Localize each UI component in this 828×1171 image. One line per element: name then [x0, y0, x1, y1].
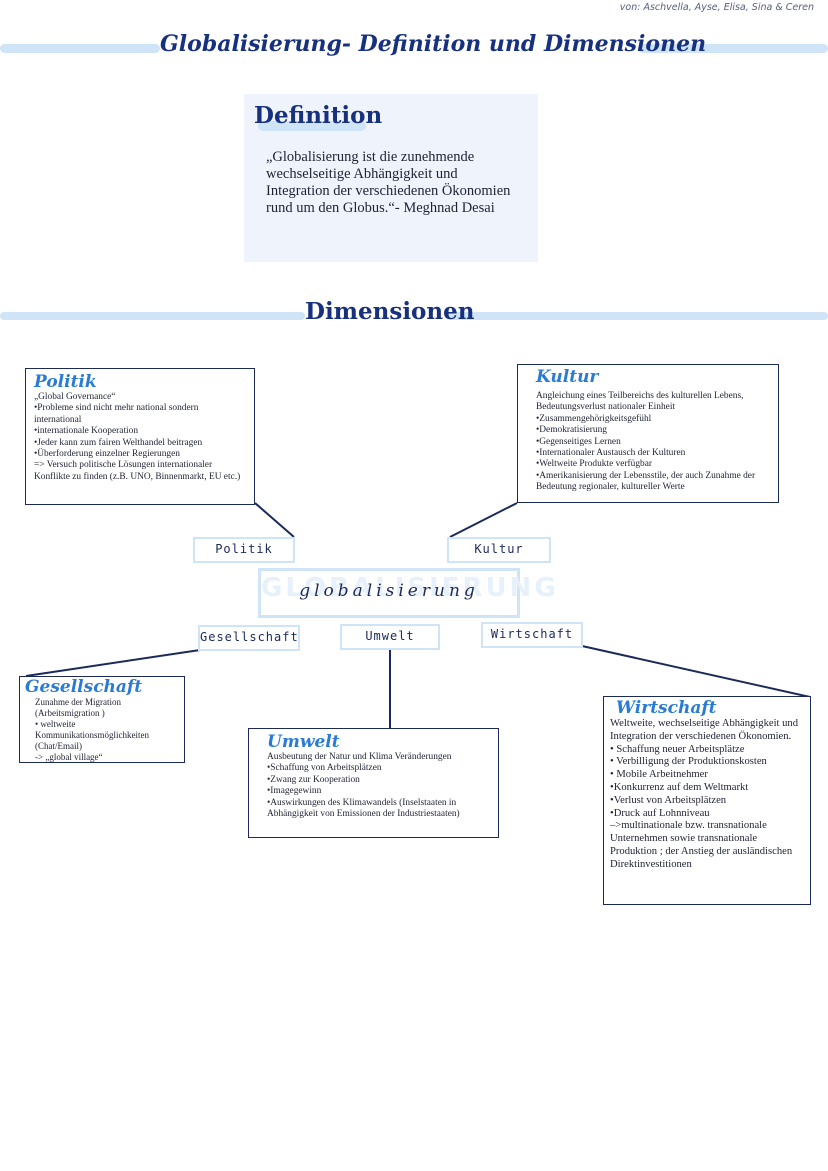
dimensions-highlight-left [0, 312, 305, 320]
kultur-box-title: Kultur [536, 367, 599, 387]
kultur-box-text: Angleichung eines Teilbereichs des kultu… [536, 391, 756, 493]
connector-wirtschaft [581, 645, 811, 698]
label-gesellschaft: Gesellschaft [198, 625, 300, 651]
kultur-box: Kultur Angleichung eines Teilbereichs de… [517, 364, 779, 503]
title-highlight-left [0, 44, 160, 53]
connector-kultur [449, 502, 518, 538]
definition-highlight [258, 121, 366, 131]
wirtschaft-box-title: Wirtschaft [616, 698, 717, 718]
gesellschaft-box-text: Zunahme der Migration (Arbeitsmigration … [35, 697, 149, 762]
page-title: Globalisierung- Definition und Dimension… [160, 31, 707, 57]
dimensions-highlight-right [447, 312, 828, 320]
authors-note: von: Aschvella, Ayse, Elisa, Sina & Cere… [619, 2, 814, 13]
center-globalisierung: GLOBALISIERUNG globalisierung [258, 568, 559, 618]
politik-box: Politik „Global Governance“ •Probleme si… [25, 368, 255, 505]
dimensions-heading: Dimensionen [305, 298, 475, 325]
gesellschaft-box: Gesellschaft Zunahme der Migration (Arbe… [19, 676, 185, 763]
wirtschaft-box-text: Weltweite, wechselseitige Abhängigkeit u… [610, 718, 799, 870]
definition-quote: „Globalisierung ist die zunehmende wechs… [266, 149, 511, 216]
connector-gesellschaft [25, 649, 201, 677]
connector-politik [254, 502, 295, 538]
label-wirtschaft: Wirtschaft [481, 622, 583, 648]
politik-box-text: „Global Governance“ •Probleme sind nicht… [34, 392, 241, 482]
wirtschaft-box: Wirtschaft Weltweite, wechselseitige Abh… [603, 696, 811, 905]
gesellschaft-box-title: Gesellschaft [25, 677, 143, 697]
umwelt-box-text: Ausbeutung der Natur und Klima Veränderu… [267, 752, 460, 820]
label-umwelt: Umwelt [340, 624, 440, 650]
umwelt-box-title: Umwelt [267, 732, 340, 752]
definition-heading: Definition [254, 102, 383, 129]
label-politik: Politik [193, 537, 295, 563]
title-highlight-right [638, 44, 828, 53]
center-watermark: GLOBALISIERUNG [261, 573, 559, 603]
center-script: globalisierung [299, 581, 479, 601]
label-kultur: Kultur [447, 537, 551, 563]
politik-box-title: Politik [34, 372, 97, 392]
umwelt-box: Umwelt Ausbeutung der Natur und Klima Ve… [248, 728, 499, 838]
